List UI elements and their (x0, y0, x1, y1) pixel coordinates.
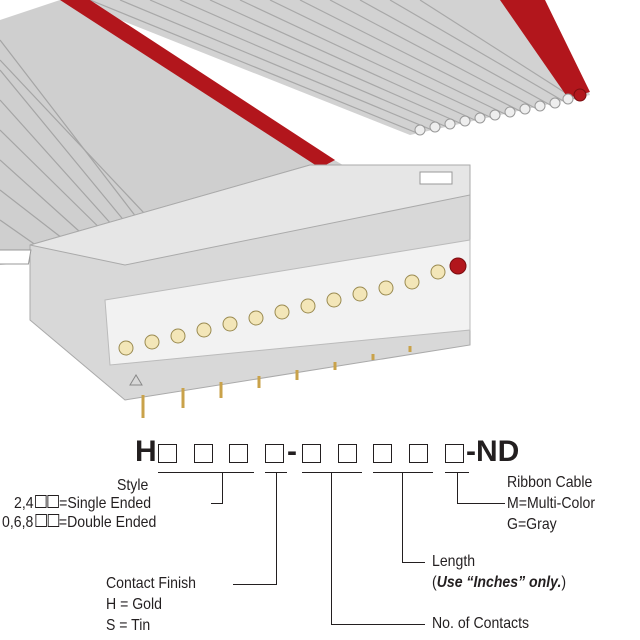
connector-housing (0, 164, 471, 401)
ribbon-cable-multicolor: M=Multi-Color (507, 495, 596, 512)
ribbon-cable-title: Ribbon Cable (507, 474, 593, 491)
style-title: Style (117, 477, 149, 494)
style-box-1 (158, 444, 177, 463)
contact-row (118, 257, 467, 356)
contacts-box-1 (302, 444, 321, 463)
length-box-1 (373, 444, 392, 463)
contact-finish-title: Contact Finish (106, 575, 196, 592)
pins (141, 346, 412, 418)
prefix-h: H (135, 435, 157, 468)
ribbon-cable-gray: G=Gray (507, 516, 557, 533)
ribbon-cable-connector-illustration (0, 0, 590, 418)
contact-finish-box (265, 444, 284, 463)
style-box-2 (194, 444, 213, 463)
style-double-ended: 0,6,8=Double Ended (2, 514, 157, 531)
length-note: (Use “Inches” only.) (432, 574, 567, 591)
style-single-ended: 2,4=Single Ended (14, 495, 152, 512)
length-box-2 (409, 444, 428, 463)
contact-finish-tin: S = Tin (106, 617, 151, 634)
suffix-nd: -ND (466, 435, 520, 468)
cable-box (445, 444, 464, 463)
style-box-3 (229, 444, 248, 463)
length-title: Length (432, 553, 476, 570)
contacts-box-2 (338, 444, 357, 463)
dash: - (287, 435, 297, 468)
contact-finish-gold: H = Gold (106, 596, 162, 613)
ribbon-cable-end (70, 0, 590, 136)
contacts-legend: No. of Contacts (432, 615, 530, 632)
